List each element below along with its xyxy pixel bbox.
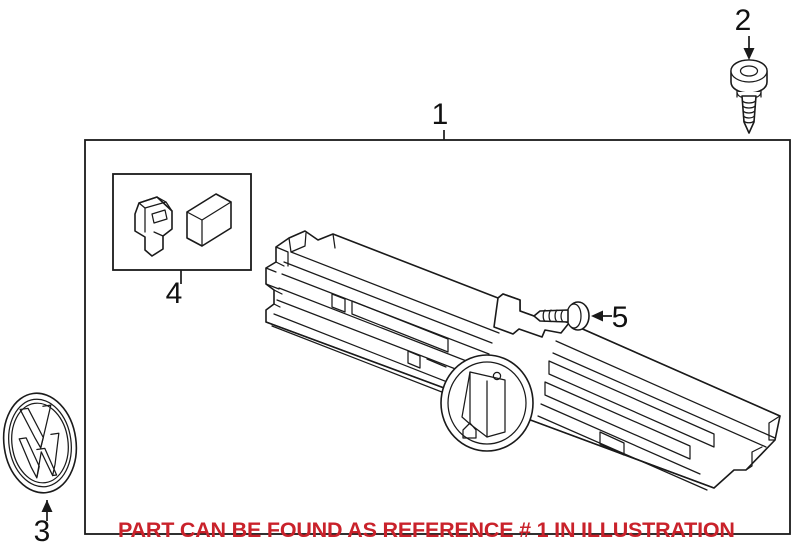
- emblem-w-center-join: [36, 451, 54, 479]
- callout-2: 2: [735, 4, 755, 60]
- screw-5-washer: [566, 303, 582, 329]
- spacer-block: [186, 193, 232, 247]
- grille-vent-opening-1: [331, 293, 346, 313]
- grille-vent-opening-3: [407, 350, 421, 369]
- grille-vent-opening-4: [426, 358, 447, 368]
- grille-right-top-rail: [568, 322, 781, 417]
- grille-left-endcap: [265, 246, 289, 308]
- screw-2-threads: [741, 100, 757, 124]
- grille-top-rail-line: [290, 251, 500, 334]
- grille-slat-2-bottom: [276, 299, 485, 381]
- vw-emblem: [2, 392, 78, 494]
- grille-slat-3-top: [273, 313, 461, 388]
- callout-4-label: 4: [166, 277, 183, 310]
- emblem-recess-rib-a: [461, 371, 471, 425]
- callout-1-label: 1: [432, 98, 449, 131]
- grille-slat-2-top: [278, 287, 488, 370]
- grille-right-vent-5: [537, 415, 708, 491]
- emblem-recess-pin-hole: [492, 371, 502, 381]
- flange-screw: [533, 301, 590, 331]
- callout-3-label: 3: [34, 515, 51, 548]
- callout-2-arrowhead: [743, 48, 755, 60]
- grille-slat-3-bottom: [271, 325, 448, 395]
- grille-top-rail-line2: [332, 233, 336, 249]
- callout-3: 3: [34, 500, 53, 548]
- callout-1: 1: [432, 98, 449, 140]
- retaining-clip-edge-b: [165, 201, 173, 212]
- screw-2-hex-socket: [739, 65, 759, 77]
- reference-box: [84, 139, 791, 535]
- grille-slat-1-top: [283, 261, 493, 344]
- hex-socket-screw: [730, 59, 768, 134]
- grille-outer-body: [265, 230, 781, 489]
- emblem-glyph-ring: [11, 402, 69, 484]
- callout-4: 4: [166, 270, 183, 310]
- grille-right-rail-2: [555, 340, 776, 439]
- grille-top-rail: [288, 232, 307, 253]
- callout-5-arrowhead: [591, 310, 603, 322]
- emblem-w-stroke-3: [50, 432, 60, 477]
- reference-notice-text: PART CAN BE FOUND AS REFERENCE # 1 IN IL…: [118, 518, 735, 542]
- callout-5-label: 5: [612, 301, 629, 334]
- emblem-recess-inner: [447, 361, 527, 445]
- grille-right-endcap: [745, 415, 781, 471]
- emblem-inner-rim: [8, 398, 72, 488]
- emblem-logo-group: [11, 402, 69, 484]
- clip-kit-box: [112, 173, 252, 271]
- grille-right-rail-3: [552, 352, 767, 448]
- grille-right-vent-2: [544, 381, 691, 460]
- screw-5-threads: [542, 309, 564, 323]
- clip-kit: [134, 193, 232, 257]
- screw-2-shank: [741, 95, 757, 134]
- callout-2-label: 2: [735, 4, 752, 37]
- screw-5-shank: [533, 309, 569, 323]
- grille-right-vent-4: [540, 403, 701, 475]
- spacer-block-body: [186, 193, 232, 247]
- emblem-mount-recess: [440, 354, 534, 452]
- retaining-clip-slot: [151, 209, 168, 224]
- grille-center-mount-tab: [493, 293, 570, 338]
- retaining-clip: [134, 196, 173, 257]
- callout-3-arrowhead: [41, 500, 53, 512]
- grille-right-vent-1: [548, 360, 715, 448]
- emblem-w-stroke-2: [36, 447, 58, 477]
- grille-vent-opening-2: [351, 300, 449, 353]
- retaining-clip-notch: [153, 231, 164, 237]
- retaining-clip-body: [134, 196, 173, 257]
- emblem-recess-tab: [462, 422, 477, 439]
- callout-5: 5: [591, 301, 628, 334]
- grille-assembly: [265, 230, 781, 491]
